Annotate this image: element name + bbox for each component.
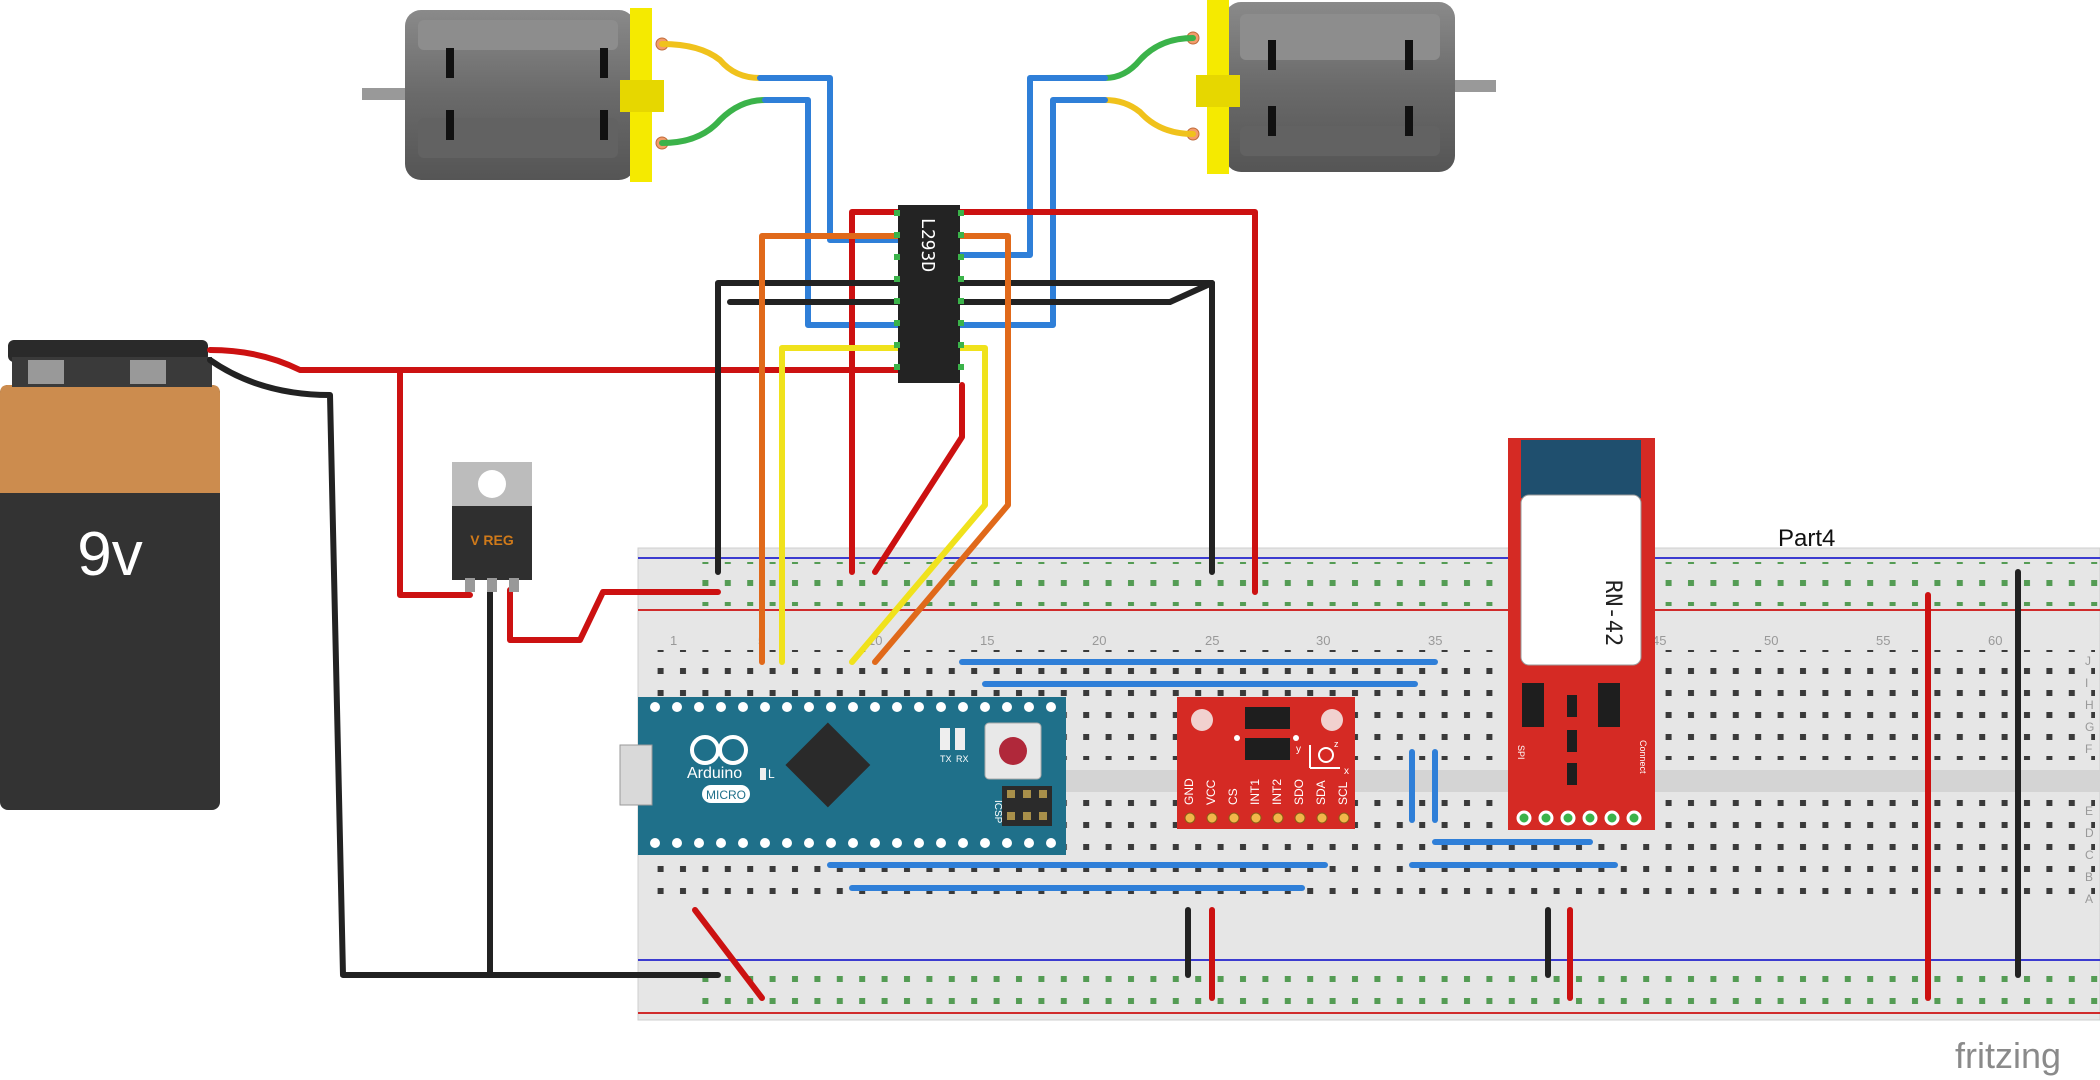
row-letter: G: [2085, 720, 2094, 734]
column-number: 15: [980, 633, 994, 648]
wire-red: [207, 347, 901, 373]
column-number: 60: [1988, 633, 2002, 648]
wire-yellow: [659, 41, 763, 81]
motor-left: [362, 8, 669, 182]
bluetooth-module: RN-42 SPI Connect: [1508, 438, 1655, 830]
arduino-brand: Arduino: [687, 765, 742, 782]
module-label: RN-42: [1600, 580, 1625, 646]
row-letter: C: [2085, 848, 2094, 862]
axis-label: x: [1344, 766, 1349, 777]
row-letter: D: [2085, 826, 2094, 840]
row-letter: I: [2085, 676, 2088, 690]
spi-label: SPI: [1516, 745, 1526, 760]
arduino-model: MICRO: [706, 788, 746, 802]
axis-icon: [1309, 745, 1340, 769]
battery-9v: 9v: [0, 340, 220, 810]
wire-yellow: [1102, 97, 1196, 137]
wire-red: [872, 382, 965, 575]
column-number: 45: [1652, 633, 1666, 648]
fritzing-watermark: fritzing: [1955, 1035, 2061, 1076]
led-l-label: L: [768, 767, 775, 781]
icsp-label: ICSP: [992, 800, 1003, 824]
row-letter: E: [2085, 804, 2093, 818]
pin-label: SCL: [1336, 781, 1350, 805]
wire-red: [507, 587, 721, 643]
wire-green: [1102, 35, 1196, 81]
pin-label: VCC: [1204, 779, 1218, 805]
accelerometer-breakout: y x z GND VCC CS INT1 INT2 SDO SDA SCL: [1177, 697, 1355, 829]
column-number: 25: [1205, 633, 1219, 648]
wire-black: [207, 357, 721, 978]
wire-yellow: [779, 345, 908, 665]
wire-green: [659, 97, 768, 146]
wire-yellow: [849, 345, 988, 665]
voltage-regulator: V REG: [452, 462, 532, 592]
part-label: Part4: [1778, 525, 1835, 552]
wire-blue: [757, 75, 908, 243]
battery-label: 9v: [77, 520, 142, 589]
column-number: 55: [1876, 633, 1890, 648]
column-number: 50: [1764, 633, 1778, 648]
column-number: 35: [1428, 633, 1442, 648]
arduino-micro: Arduino MICRO L TX RX ICSP: [619, 697, 1066, 855]
pin-label: INT1: [1248, 779, 1262, 805]
wire-red: [952, 209, 1258, 595]
l293d-chip: L293D: [894, 205, 964, 383]
pin-label: INT2: [1270, 779, 1284, 805]
row-letter: F: [2085, 742, 2092, 756]
row-letter: A: [2085, 892, 2093, 906]
pin-label: CS: [1226, 788, 1240, 805]
column-number: 30: [1316, 633, 1330, 648]
regulator-label: V REG: [470, 532, 514, 548]
row-letter: J: [2085, 654, 2091, 668]
wire-orange: [872, 233, 1011, 665]
pin-label: SDA: [1314, 780, 1328, 805]
pin-label: GND: [1182, 778, 1196, 805]
wire-blue: [762, 97, 908, 328]
wire-blue: [952, 75, 1108, 258]
axis-label: y: [1296, 744, 1301, 755]
wire-red: [397, 367, 473, 598]
motor-right: [1186, 0, 1496, 174]
pin-label: SDO: [1292, 779, 1306, 805]
connect-label: Connect: [1638, 740, 1648, 774]
breadboard-row-letters: J I H G F E D C B A: [2085, 654, 2094, 906]
led-rx-label: RX: [956, 754, 969, 764]
column-number: 20: [1092, 633, 1106, 648]
wire-red: [849, 209, 908, 575]
row-letter: B: [2085, 870, 2093, 884]
wire-black: [952, 280, 1215, 305]
axis-label: z: [1334, 739, 1339, 749]
wire-orange: [759, 233, 908, 665]
led-tx-label: TX: [940, 754, 952, 764]
chip-label: L293D: [917, 218, 938, 272]
wire-red: [692, 907, 765, 1001]
row-letter: H: [2085, 698, 2094, 712]
arduino-logo-icon: [690, 735, 748, 765]
column-number: 1: [670, 633, 677, 648]
wires: [207, 35, 2021, 1001]
wire-black: [715, 280, 908, 575]
